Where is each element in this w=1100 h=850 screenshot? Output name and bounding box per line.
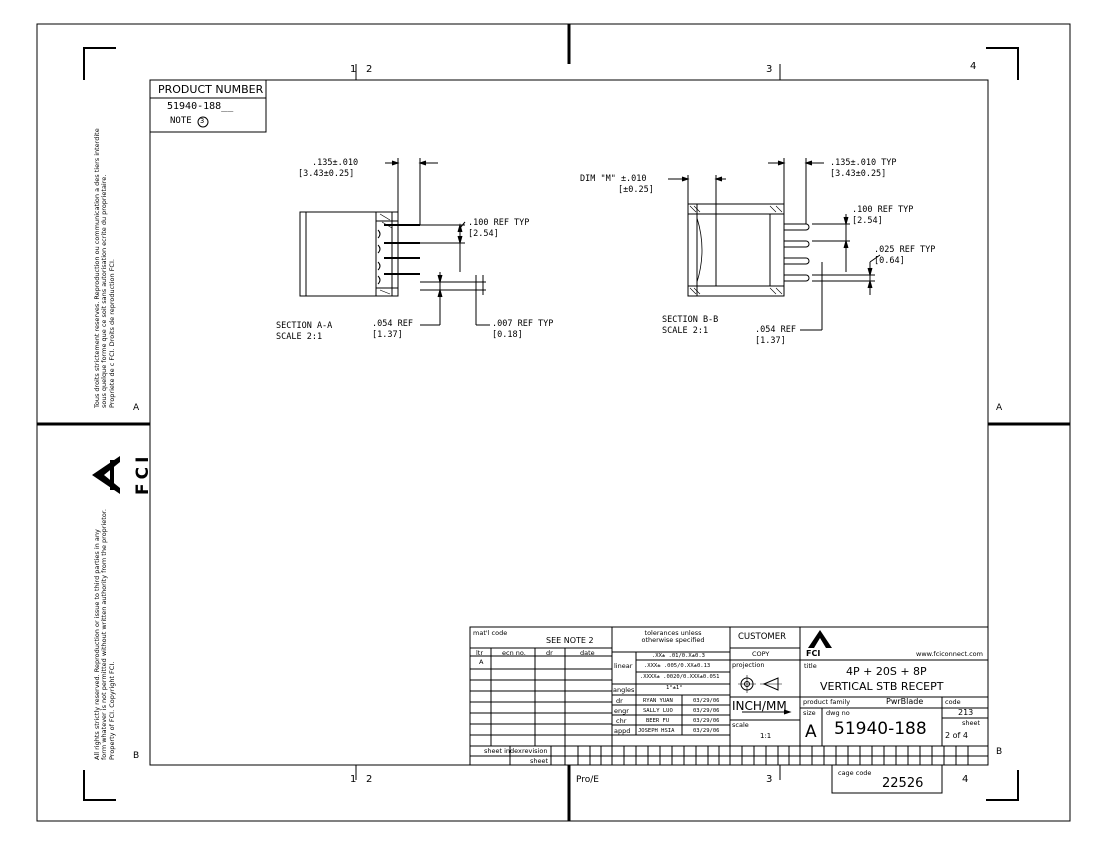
- zone-left-a: A: [133, 403, 140, 413]
- zone-right-a: A: [996, 403, 1003, 413]
- rev-header-ecn: ecn no.: [502, 649, 526, 657]
- section-b-dim-1: .135±.010 TYP: [830, 158, 897, 168]
- product-number-value: 51940-188__: [167, 101, 234, 112]
- tolerance-line-2: .XXX± .005/0.XX±0.13: [644, 663, 711, 669]
- projection-label: projection: [732, 661, 765, 669]
- side-note-french: Tous droits strictement reserves. Reprod…: [93, 128, 116, 408]
- rev-header-date: date: [580, 649, 595, 657]
- rev-header-ltr: ltr: [476, 649, 484, 657]
- size-value: A: [805, 722, 817, 742]
- signoff-role-chr: chr: [616, 717, 627, 725]
- zone-top-4: 4: [970, 61, 977, 72]
- section-b-dim-3: .025 REF TYP: [874, 245, 936, 255]
- sheet-value: 2 of 4: [945, 731, 968, 740]
- see-note: SEE NOTE 2: [546, 636, 594, 645]
- section-b-dim-2: .100 REF TYP: [852, 205, 914, 215]
- zone-top-1: 1: [350, 64, 357, 75]
- rev-header-dr: dr: [546, 649, 553, 657]
- section-b-dim-4: .054 REF: [755, 325, 796, 335]
- signoff-name-engr: SALLY LUO: [643, 708, 673, 714]
- fci-logo-text: FCI: [806, 649, 821, 658]
- section-b-scale: SCALE 2:1: [662, 326, 709, 336]
- tolerance-line-1: .XX± .01/0.X±0.3: [652, 653, 705, 659]
- scale-value: 1:1: [760, 732, 772, 740]
- section-a-dim-3-mm: [1.37]: [372, 330, 403, 340]
- tolerance-line-3: .XXXX± .0020/0.XXX±0.051: [640, 674, 720, 680]
- sheet-label: sheet: [962, 719, 981, 727]
- section-a-dim-1: .135±.010: [312, 158, 359, 168]
- cage-code-label: cage code: [838, 769, 872, 777]
- section-a-dim-2-mm: [2.54]: [468, 229, 499, 239]
- section-a-dim-4: .007 REF TYP: [492, 319, 554, 329]
- customer-label: CUSTOMER: [738, 632, 787, 642]
- signoff-date-appd: 03/29/06: [693, 728, 720, 734]
- signoff-name-dr: RYAN YUAN: [643, 698, 673, 704]
- section-b-dim-2-mm: [2.54]: [852, 216, 883, 226]
- zone-bottom-1: 1: [350, 774, 357, 785]
- angles-value: 1°±1°: [666, 685, 683, 691]
- zone-bottom-2: 2: [366, 774, 373, 785]
- dwg-no-label: dwg no: [826, 709, 850, 717]
- code-value: 213: [958, 708, 974, 717]
- sheet-index-label: sheet index: [484, 747, 522, 755]
- signoff-role-dr: dr: [616, 697, 623, 705]
- matl-code-label: mat'l code: [473, 629, 508, 637]
- product-number-note: NOTE: [170, 116, 192, 126]
- signoff-name-chr: BEER FU: [646, 718, 670, 724]
- product-number-note-num: 3: [200, 117, 205, 125]
- section-a-scale: SCALE 2:1: [276, 332, 323, 342]
- scale-label: scale: [732, 721, 749, 729]
- section-a-dim-3: .054 REF: [372, 319, 413, 329]
- zone-bottom-3: 3: [766, 774, 773, 785]
- dwg-no-value: 51940-188: [834, 719, 927, 739]
- proe-label: Pro/E: [576, 775, 599, 785]
- signoff-role-appd: appd: [614, 727, 631, 735]
- signoff-name-appd: JOSEPH HSIA: [638, 728, 675, 734]
- rev-row-ltr: A: [479, 658, 484, 666]
- section-a-dim-4-mm: [0.18]: [492, 330, 523, 340]
- title-line-1: 4P + 20S + 8P: [846, 665, 927, 678]
- section-b-title: SECTION B-B: [662, 315, 719, 325]
- fci-website: www.fciconnect.com: [916, 650, 983, 658]
- signoff-role-engr: engr: [614, 707, 629, 715]
- revision-label: revision: [522, 747, 548, 755]
- copy-label: COPY: [752, 650, 770, 658]
- sheet-cell-label: sheet: [530, 757, 549, 765]
- tolerances-header: tolerances unless otherwise specified: [641, 629, 705, 645]
- section-a-dim-1-mm: [3.43±0.25]: [298, 169, 355, 179]
- section-b-dim-3-mm: [0.64]: [874, 256, 905, 266]
- size-label: size: [803, 709, 816, 717]
- title-line-2: VERTICAL STB RECEPT: [820, 680, 944, 693]
- product-family-value: PwrBlade: [886, 697, 924, 706]
- product-number-label: PRODUCT NUMBER: [158, 83, 264, 96]
- zone-right-b: B: [996, 747, 1003, 757]
- section-a-title: SECTION A-A: [276, 321, 333, 331]
- cage-code-value: 22526: [882, 776, 924, 791]
- side-note-english: All rights strictly reserved. Reproducti…: [93, 509, 116, 760]
- product-family-label: product family: [803, 698, 851, 706]
- signoff-date-engr: 03/29/06: [693, 708, 720, 714]
- angles-label: angles: [613, 686, 635, 694]
- zone-left-b: B: [133, 751, 140, 761]
- section-b-dim-m: DIM "M" ±.010: [580, 174, 647, 184]
- section-b-dim-1-mm: [3.43±0.25]: [830, 169, 887, 179]
- title-label: title: [804, 662, 817, 670]
- code-label: code: [945, 698, 961, 706]
- zone-top-2: 2: [366, 64, 373, 75]
- section-b-dim-4-mm: [1.37]: [755, 336, 786, 346]
- side-fci-logo-text: FCI: [133, 452, 153, 495]
- linear-label: linear: [614, 662, 633, 670]
- signoff-date-chr: 03/29/06: [693, 718, 720, 724]
- zone-top-3: 3: [766, 64, 773, 75]
- signoff-date-dr: 03/29/06: [693, 698, 720, 704]
- section-b-dim-m-mm: [±0.25]: [618, 185, 654, 195]
- units-label: INCH/MM: [732, 699, 787, 713]
- section-a-dim-2: .100 REF TYP: [468, 218, 530, 228]
- zone-bottom-4: 4: [962, 774, 969, 785]
